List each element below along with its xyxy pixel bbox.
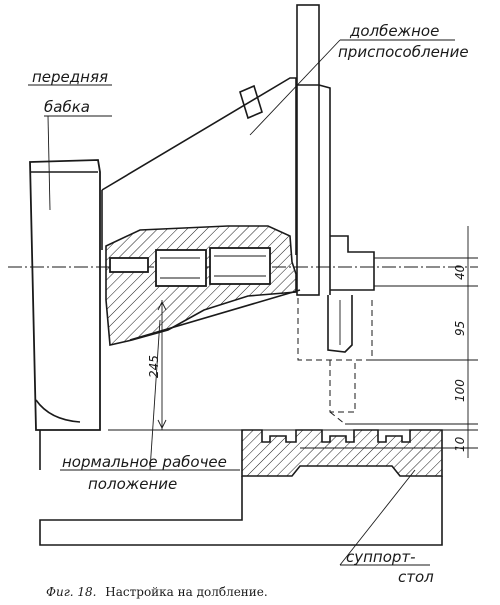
spindle-assembly bbox=[105, 225, 301, 346]
ghost-ram-positions bbox=[297, 298, 373, 425]
label-slotting-1: долбежное bbox=[349, 22, 439, 40]
label-headstock-1: передняя bbox=[32, 68, 108, 86]
caption-text: Настройка на долбление. bbox=[105, 585, 267, 599]
caption-figure-number: Фиг. 18. bbox=[46, 585, 96, 599]
label-slotting-2: приспособление bbox=[338, 43, 469, 61]
dimension-40: 40 bbox=[453, 264, 467, 280]
dimension-245: 245 bbox=[147, 355, 161, 378]
label-headstock-2: бабка bbox=[44, 98, 90, 116]
label-carriage-1: суппорт- bbox=[346, 548, 416, 566]
dimension-95: 95 bbox=[453, 321, 467, 336]
slotting-attachment bbox=[101, 4, 382, 353]
dimension-lines bbox=[108, 226, 478, 458]
label-normal-1: нормальное рабочее bbox=[62, 453, 227, 471]
label-carriage-2: стол bbox=[398, 568, 434, 586]
dimension-10: 10 bbox=[453, 436, 467, 452]
headstock bbox=[29, 159, 101, 470]
leader-lines bbox=[28, 39, 455, 566]
figure-caption: Фиг. 18. Настройка на долбление. bbox=[46, 585, 268, 599]
label-normal-2: положение bbox=[88, 475, 177, 493]
dimension-100: 100 bbox=[453, 379, 467, 402]
